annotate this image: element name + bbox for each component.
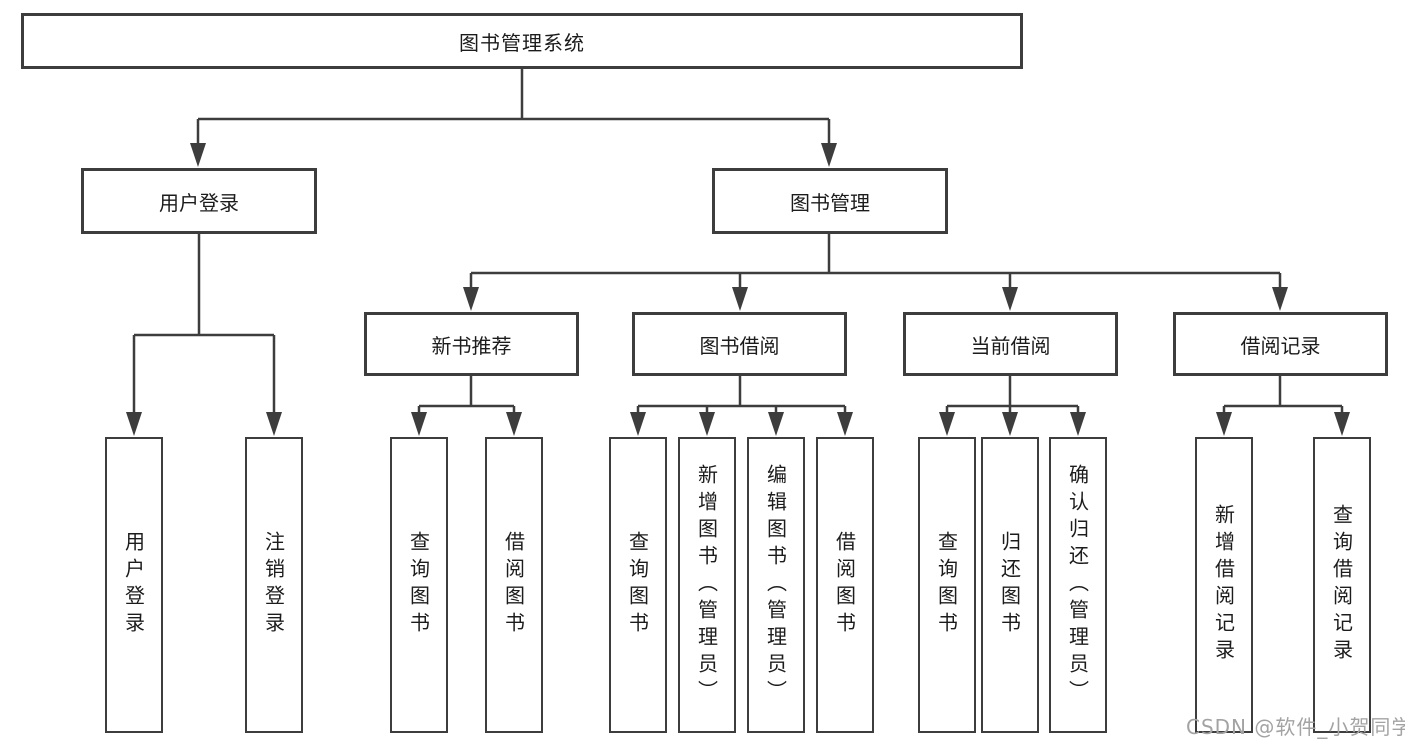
node-label: 查询借阅记录 [1329,504,1354,666]
node-label: 查询图书 [934,531,959,639]
leaf-user-login: 用户登录 [105,437,163,733]
arrowhead-icons [126,143,1350,436]
leaf-query-book-recommend: 查询图书 [390,437,448,733]
node-label: 新增图书（管理员） [694,463,719,707]
leaf-logout: 注销登录 [245,437,303,733]
node-label: 查询图书 [625,531,650,639]
leaf-query-book-borrow: 查询图书 [609,437,667,733]
leaf-confirm-return-admin: 确认归还（管理员） [1049,437,1107,733]
node-label: 归还图书 [997,531,1022,639]
node-label: 新书推荐 [431,333,512,358]
leaf-borrow-book: 借阅图书 [816,437,874,733]
node-user-login: 用户登录 [81,168,317,234]
node-current-borrow: 当前借阅 [903,312,1118,376]
leaf-query-book-current: 查询图书 [918,437,976,733]
node-label: 借阅图书 [501,531,526,639]
node-borrow-record: 借阅记录 [1173,312,1388,376]
node-book-management: 图书管理 [712,168,948,234]
node-root-system: 图书管理系统 [21,13,1023,69]
leaf-return-book: 归还图书 [981,437,1039,733]
node-new-book-recommend: 新书推荐 [364,312,579,376]
node-label: 用户登录 [121,531,146,639]
node-label: 图书借阅 [699,333,780,358]
node-label: 新增借阅记录 [1211,504,1236,666]
node-label: 借阅图书 [832,531,857,639]
node-label: 图书管理 [790,190,870,215]
leaf-add-book-admin: 新增图书（管理员） [678,437,736,733]
node-book-borrow: 图书借阅 [632,312,847,376]
node-label: 当前借阅 [970,333,1051,358]
csdn-watermark: CSDN @软件_小贺同学 [1186,715,1405,739]
node-label: 注销登录 [261,531,286,639]
leaf-borrow-book-recommend: 借阅图书 [485,437,543,733]
node-label: 查询图书 [406,531,431,639]
leaf-add-borrow-record: 新增借阅记录 [1195,437,1253,733]
node-label: 确认归还（管理员） [1065,463,1090,707]
node-label: 借阅记录 [1240,333,1321,358]
leaf-edit-book-admin: 编辑图书（管理员） [747,437,805,733]
node-label: 编辑图书（管理员） [763,463,788,707]
node-label: 图书管理系统 [459,30,585,55]
node-label: 用户登录 [159,190,239,215]
leaf-query-borrow-record: 查询借阅记录 [1313,437,1371,733]
